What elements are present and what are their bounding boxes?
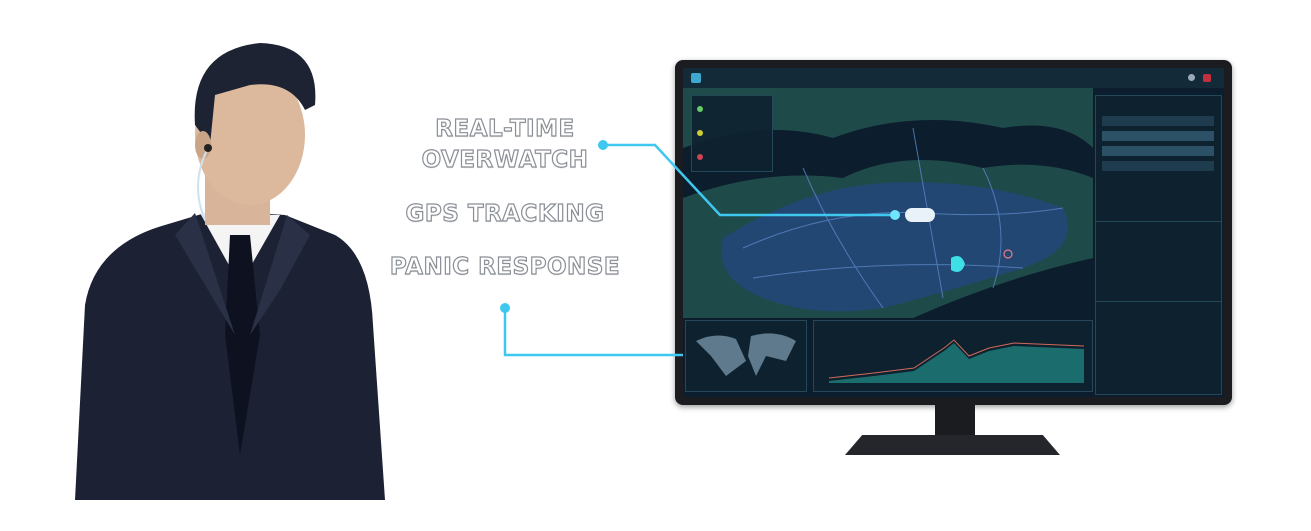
- security-agent-illustration: [75, 43, 385, 500]
- status-alert-icon: [697, 154, 703, 160]
- connector-panic: [503, 308, 683, 357]
- settings-icon[interactable]: [1188, 74, 1195, 81]
- vehicle-marker-icon: [905, 208, 935, 222]
- feature-label-real-time: REAL-TIME: [435, 115, 575, 142]
- right-sidebar: [1095, 95, 1222, 395]
- monitor-stand-neck: [935, 405, 975, 437]
- status-warning-icon: [697, 130, 703, 136]
- alerts-panel: [691, 95, 773, 172]
- world-map-panel: [685, 320, 807, 392]
- activity-chart-panel: [813, 320, 1093, 392]
- monitor: [675, 60, 1232, 405]
- status-ok-icon: [697, 106, 703, 112]
- top-toolbar: [683, 68, 1224, 88]
- alert-icon[interactable]: [1203, 74, 1211, 82]
- feature-label-overwatch: OVERWATCH: [421, 146, 589, 173]
- app-logo-icon: [691, 73, 701, 83]
- monitor-stand-base: [845, 435, 1060, 455]
- dashboard-screen: [683, 68, 1224, 397]
- feature-label-panic-response: PANIC RESPONSE: [389, 253, 621, 280]
- feature-label-gps-tracking: GPS TRACKING: [405, 200, 605, 227]
- connector-overwatch: [603, 143, 893, 217]
- panic-alert-marker-icon: [951, 256, 965, 272]
